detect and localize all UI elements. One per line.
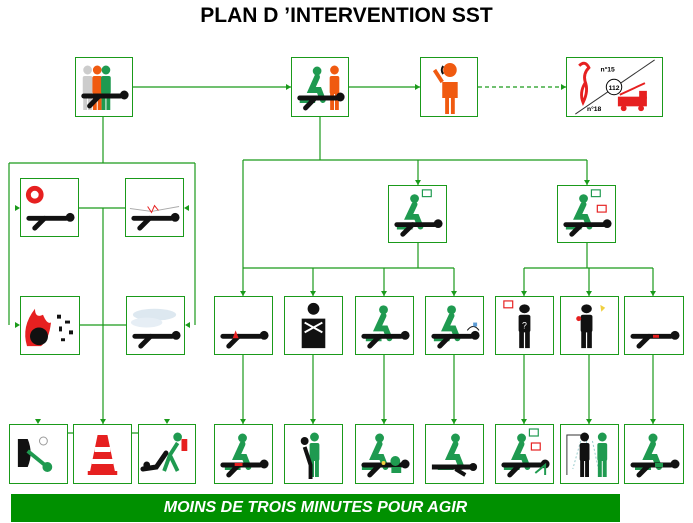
not-breathing-box: [425, 296, 484, 355]
electric-hazard-icon: [25, 185, 75, 231]
bleeding-icon: [220, 330, 269, 349]
phone-alert-icon: [432, 63, 458, 114]
emergency-numbers-box: 112 n°15 n°18: [566, 57, 663, 117]
examine-victim-icon: [297, 65, 345, 111]
alert-box: [420, 57, 478, 117]
electric-hazard-box: [20, 178, 79, 237]
examine-box: [291, 57, 349, 117]
unconscious-breathing-icon: [361, 305, 410, 349]
banner: MOINS DE TROIS MINUTES POUR AGIR: [11, 494, 620, 522]
burn-box: [560, 296, 619, 355]
unconscious-breathing-box: [355, 296, 414, 355]
treat-wound-icon: [630, 433, 680, 478]
extract-victim-icon: [140, 432, 188, 472]
install-victim-icon: [501, 428, 550, 478]
svg-text:?: ?: [522, 320, 527, 330]
cut-power-box: [9, 424, 68, 484]
protect-scene-icon: [81, 65, 129, 110]
treat-wound-box: [624, 424, 684, 484]
smoke-hazard-box: [126, 296, 185, 355]
burn-icon: [576, 304, 606, 349]
cpr-defib-box: [355, 424, 414, 484]
malaise-icon: ?: [503, 300, 531, 349]
cool-burn-box: [560, 424, 619, 484]
back-blows-icon: [300, 432, 320, 479]
recovery-position-icon: [431, 433, 478, 477]
emergency-numbers-icon: 112 n°15 n°18: [575, 59, 655, 115]
wound-icon: [630, 330, 680, 349]
victim-responds-box: [388, 185, 447, 243]
back-blows-box: [284, 424, 343, 484]
choking-icon: [301, 302, 326, 349]
not-breathing-icon: [431, 305, 480, 349]
cut-hazard-icon: [129, 204, 180, 231]
cpr-defibrillator-icon: [361, 433, 410, 478]
fire-explosion-icon: [25, 308, 73, 347]
samu-number: n°15: [600, 66, 615, 74]
compression-box: [214, 424, 273, 484]
malaise-box: ?: [495, 296, 554, 355]
cut-hazard-box: [125, 178, 184, 237]
pompiers-number: n°18: [587, 105, 602, 113]
extract-victim-box: [138, 424, 196, 484]
victim-conscious-box: [557, 185, 616, 243]
install-victim-box: [495, 424, 554, 484]
protect-box: [75, 57, 133, 117]
recovery-position-box: [425, 424, 484, 484]
choking-box: [284, 296, 343, 355]
compression-icon: [220, 433, 269, 478]
bleeding-box: [214, 296, 273, 355]
victim-conscious-icon: [563, 189, 612, 237]
signal-cone-box: [73, 424, 132, 484]
fire-hazard-box: [20, 296, 80, 355]
signal-cone-icon: [87, 435, 118, 475]
victim-responds-icon: [394, 189, 443, 237]
central-number: 112: [609, 85, 620, 92]
cut-power-icon: [17, 436, 53, 472]
cool-burn-shower-icon: [566, 432, 608, 477]
toxic-gas-icon: [130, 308, 181, 349]
wound-box: [624, 296, 684, 355]
page-title: PLAN D ’INTERVENTION SST: [200, 4, 493, 27]
